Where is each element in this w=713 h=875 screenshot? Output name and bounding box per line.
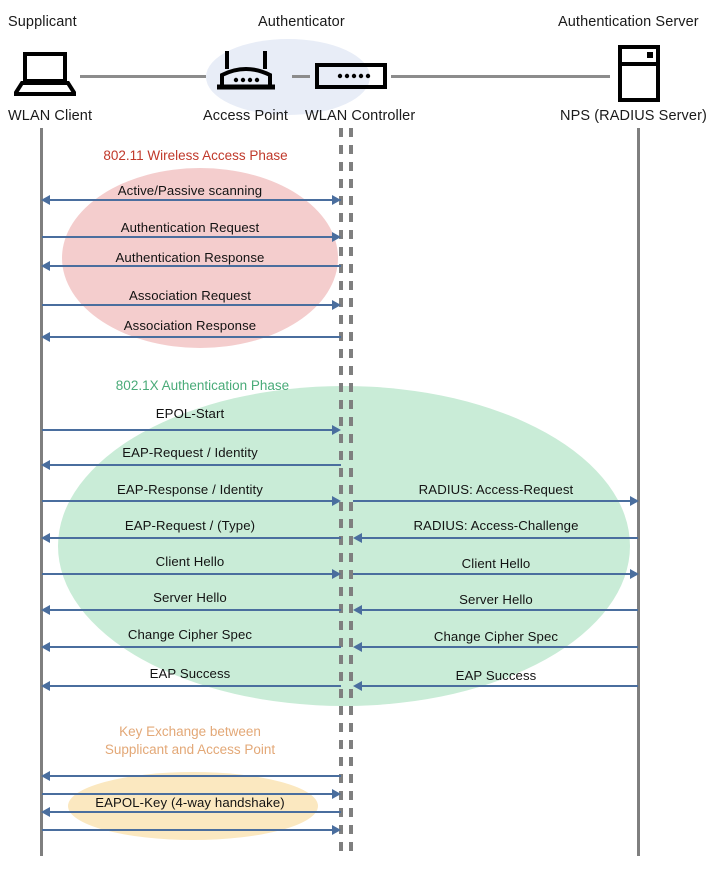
phase-title-wireless-access: 802.11 Wireless Access Phase: [103, 148, 288, 163]
message-line: [44, 199, 341, 201]
arrow-head-right-icon: [332, 789, 341, 799]
message-line: [44, 336, 341, 338]
message-label: EAP-Response / Identity: [117, 482, 263, 497]
message-line: [44, 685, 341, 687]
message-line: [42, 236, 333, 238]
message-label: Client Hello: [155, 554, 225, 569]
arrow-head-left-icon: [353, 533, 362, 543]
message-line: [44, 646, 341, 648]
wire-client-to-ap: [80, 75, 206, 78]
lifeline-access-point: [339, 128, 343, 856]
message-line: [362, 646, 638, 648]
arrow-head-left-icon: [41, 261, 50, 271]
message-label: Server Hello: [153, 590, 227, 605]
wire-controller-to-server: [391, 75, 610, 78]
message-label: EAP-Request / Identity: [122, 445, 258, 460]
arrow-head-right-icon: [332, 232, 341, 242]
laptop-icon: [14, 52, 76, 96]
message-line: [44, 811, 341, 813]
message-line: [42, 793, 333, 795]
phase-title-key-exchange-line1: Key Exchange between: [119, 724, 261, 739]
message-label: RADIUS: Access-Request: [418, 482, 574, 497]
phase-ellipse-wireless-access: [62, 168, 338, 348]
wlan-controller-icon: [315, 63, 387, 89]
arrow-head-left-icon: [41, 195, 50, 205]
node-label-nps-radius-server: NPS (RADIUS Server): [560, 108, 707, 124]
message-line: [362, 685, 638, 687]
message-line: [44, 609, 341, 611]
arrow-head-left-icon: [353, 605, 362, 615]
message-label: EAP-Request / (Type): [124, 518, 256, 533]
message-label: RADIUS: Access-Challenge: [413, 518, 579, 533]
phase-ellipse-key-exchange: [68, 772, 318, 840]
wire-ap-to-controller: [292, 75, 310, 78]
message-line: [353, 573, 631, 575]
message-line: [353, 500, 631, 502]
message-label: Authentication Response: [115, 250, 265, 265]
message-label: Change Cipher Spec: [127, 627, 253, 642]
message-label: Authentication Request: [120, 220, 260, 235]
message-label: Server Hello: [459, 592, 533, 607]
arrow-head-left-icon: [41, 332, 50, 342]
message-line: [362, 537, 638, 539]
arrow-head-left-icon: [41, 460, 50, 470]
message-line: [42, 573, 333, 575]
message-line: [44, 775, 341, 777]
role-title-supplicant: Supplicant: [8, 14, 77, 30]
arrow-head-left-icon: [41, 642, 50, 652]
arrow-head-left-icon: [41, 605, 50, 615]
arrow-head-right-icon: [332, 300, 341, 310]
arrow-head-right-icon: [332, 569, 341, 579]
node-label-wlan-client: WLAN Client: [8, 108, 93, 124]
phase-title-dot1x: 802.1X Authentication Phase: [115, 378, 290, 393]
message-label: EAP Success: [455, 668, 537, 683]
role-title-authenticator: Authenticator: [258, 14, 345, 30]
arrow-head-right-icon: [630, 496, 639, 506]
arrow-head-left-icon: [353, 642, 362, 652]
arrow-head-left-icon: [41, 807, 50, 817]
message-line: [362, 609, 638, 611]
role-title-authentication-server: Authentication Server: [558, 14, 699, 30]
message-label-eapol-key: EAPOL-Key (4-way handshake): [95, 795, 285, 810]
arrow-head-right-icon: [332, 825, 341, 835]
message-label: EPOL-Start: [155, 406, 225, 421]
message-label: EAP Success: [149, 666, 231, 681]
phase-ellipse-dot1x: [58, 386, 630, 706]
message-label: Client Hello: [461, 556, 531, 571]
message-line: [42, 829, 333, 831]
message-label: Change Cipher Spec: [433, 629, 559, 644]
message-line: [42, 500, 333, 502]
arrow-head-left-icon: [41, 533, 50, 543]
arrow-head-left-icon: [41, 681, 50, 691]
lifeline-authentication-server: [637, 128, 640, 856]
arrow-head-left-icon: [353, 681, 362, 691]
authenticator-group-blob: [206, 39, 370, 115]
message-line: [44, 537, 341, 539]
message-line: [42, 304, 333, 306]
lifeline-wlan-controller: [349, 128, 353, 856]
node-label-wlan-controller: WLAN Controller: [305, 108, 416, 124]
arrow-head-right-icon: [332, 496, 341, 506]
message-label: Active/Passive scanning: [117, 183, 263, 198]
arrow-head-left-icon: [41, 771, 50, 781]
message-line: [44, 464, 341, 466]
arrow-head-right-icon: [630, 569, 639, 579]
arrow-head-right-icon: [332, 195, 341, 205]
message-line: [42, 429, 333, 431]
message-label: Association Request: [128, 288, 252, 303]
server-icon: [618, 45, 660, 102]
node-label-access-point: Access Point: [203, 108, 289, 124]
arrow-head-right-icon: [332, 425, 341, 435]
message-line: [44, 265, 341, 267]
access-point-icon: [217, 51, 275, 90]
message-label: Association Response: [123, 318, 257, 333]
lifeline-supplicant: [40, 128, 43, 856]
phase-title-key-exchange-line2: Supplicant and Access Point: [104, 742, 276, 757]
